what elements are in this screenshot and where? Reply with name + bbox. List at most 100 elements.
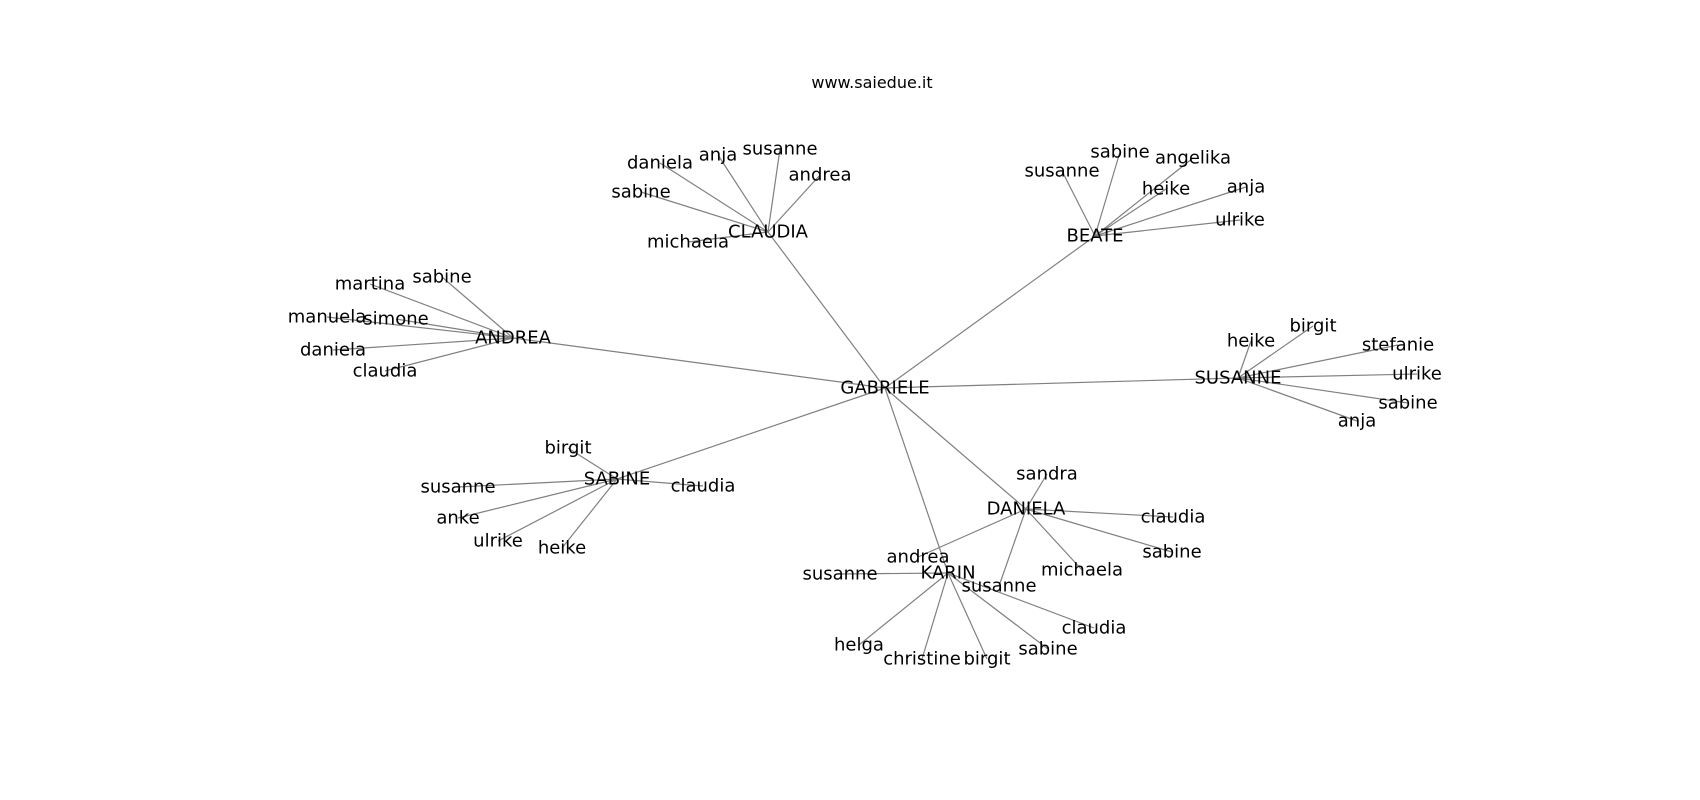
edge-daniela-sabine bbox=[1025, 508, 1173, 553]
edge-sabine-birgit bbox=[567, 447, 618, 480]
node-leaf-susanne-birgit: birgit bbox=[1290, 316, 1337, 337]
edge-beate-ulrike bbox=[1094, 219, 1241, 237]
node-hub-sabine: SABINE bbox=[584, 469, 651, 490]
site-url-label: www.saiedue.it bbox=[811, 73, 932, 92]
node-leaf-karin-christine: christine bbox=[883, 649, 961, 670]
edge-beate-angelika bbox=[1094, 157, 1194, 237]
edge-sabine-susanne bbox=[457, 478, 618, 488]
node-leaf-sabine-birgit: birgit bbox=[545, 438, 592, 459]
edge-susanne-ulrike bbox=[1237, 373, 1418, 379]
edge-beate-susanne bbox=[1061, 170, 1096, 237]
node-leaf-claudia-andrea: andrea bbox=[789, 165, 852, 186]
node-leaf-andrea-claudia: claudia bbox=[353, 361, 418, 382]
edge-center-daniela bbox=[884, 387, 1027, 510]
node-leaf-claudia-michaela: michaela bbox=[647, 232, 729, 253]
node-leaf-karin-claudia: claudia bbox=[1062, 618, 1127, 639]
edge-sabine-heike bbox=[561, 478, 618, 549]
node-leaf-daniela-susanne: susanne bbox=[961, 576, 1036, 597]
graph-edges bbox=[326, 148, 1418, 660]
edge-karin-helga bbox=[858, 572, 949, 646]
node-hub-claudia: CLAUDIA bbox=[728, 222, 809, 243]
edge-claudia-michaela bbox=[687, 231, 769, 243]
edge-daniela-sandra bbox=[1025, 473, 1048, 510]
node-hub-karin: KARIN bbox=[920, 563, 975, 584]
node-leaf-daniela-andrea: andrea bbox=[887, 547, 950, 568]
edge-andrea-martina bbox=[369, 283, 514, 339]
node-leaf-andrea-daniela: daniela bbox=[300, 340, 366, 361]
edge-andrea-manuela bbox=[326, 316, 514, 339]
node-leaf-susanne-ulrike: ulrike bbox=[1392, 364, 1442, 385]
edge-sabine-ulrike bbox=[497, 478, 618, 542]
node-leaf-claudia-daniela: daniela bbox=[627, 153, 693, 174]
node-leaf-beate-ulrike: ulrike bbox=[1215, 210, 1265, 231]
node-leaf-andrea-simone: simone bbox=[363, 309, 428, 330]
node-leaf-sabine-anke: anke bbox=[436, 508, 479, 529]
node-center-gabriele: GABRIELE bbox=[840, 378, 929, 399]
edge-claudia-sabine bbox=[640, 191, 769, 233]
edge-karin-sabine bbox=[947, 572, 1049, 650]
edge-center-karin bbox=[884, 387, 949, 574]
node-leaf-susanne-stefanie: stefanie bbox=[1362, 335, 1434, 356]
edge-center-sabine bbox=[616, 387, 886, 480]
node-leaf-andrea-sabine: sabine bbox=[412, 267, 471, 288]
node-leaf-andrea-martina: martina bbox=[335, 274, 405, 295]
node-leaf-karin-helga: helga bbox=[834, 635, 884, 656]
edge-susanne-sabine bbox=[1237, 377, 1409, 404]
edge-karin-claudia bbox=[947, 572, 1095, 629]
node-leaf-beate-anja: anja bbox=[1227, 177, 1265, 198]
node-leaf-beate-angelika: angelika bbox=[1155, 148, 1231, 169]
node-hub-daniela: DANIELA bbox=[987, 499, 1066, 520]
edge-beate-heike bbox=[1094, 188, 1167, 237]
edge-susanne-anja bbox=[1237, 377, 1358, 422]
node-leaf-karin-susanne: susanne bbox=[802, 564, 877, 585]
node-leaf-andrea-manuela: manuela bbox=[288, 307, 367, 328]
node-hub-beate: BEATE bbox=[1066, 226, 1123, 247]
edge-center-susanne bbox=[884, 377, 1239, 389]
edge-karin-birgit bbox=[947, 572, 988, 660]
edge-susanne-birgit bbox=[1237, 325, 1314, 379]
node-leaf-beate-sabine: sabine bbox=[1090, 142, 1149, 163]
edge-daniela-andrea bbox=[917, 508, 1027, 558]
edge-karin-susanne bbox=[839, 572, 949, 575]
node-leaf-sabine-susanne: susanne bbox=[420, 477, 495, 498]
edge-claudia-daniela bbox=[659, 162, 769, 233]
edge-claudia-anja bbox=[717, 154, 769, 233]
node-hub-andrea: ANDREA bbox=[475, 328, 552, 349]
node-leaf-susanne-heike: heike bbox=[1227, 331, 1275, 352]
node-leaf-daniela-claudia: claudia bbox=[1141, 507, 1206, 528]
edge-center-beate bbox=[884, 235, 1096, 389]
node-hub-susanne: SUSANNE bbox=[1195, 368, 1282, 389]
edge-andrea-daniela bbox=[332, 337, 514, 351]
node-leaf-susanne-anja: anja bbox=[1338, 411, 1376, 432]
node-leaf-claudia-anja: anja bbox=[699, 145, 737, 166]
edge-daniela-michaela bbox=[1025, 508, 1083, 571]
node-leaf-daniela-michaela: michaela bbox=[1041, 560, 1123, 581]
edge-andrea-claudia bbox=[384, 337, 514, 372]
edge-center-claudia bbox=[767, 231, 886, 389]
node-leaf-beate-susanne: susanne bbox=[1024, 161, 1099, 182]
edge-susanne-heike bbox=[1237, 340, 1252, 379]
edge-claudia-susanne bbox=[767, 148, 781, 233]
edge-sabine-anke bbox=[457, 478, 618, 519]
node-leaf-karin-birgit: birgit bbox=[964, 649, 1011, 670]
edge-karin-christine bbox=[921, 572, 949, 660]
edge-sabine-claudia bbox=[616, 478, 704, 487]
node-leaf-sabine-heike: heike bbox=[538, 538, 586, 559]
node-leaf-susanne-sabine: sabine bbox=[1378, 393, 1437, 414]
edge-beate-sabine bbox=[1094, 151, 1121, 237]
node-leaf-claudia-sabine: sabine bbox=[611, 182, 670, 203]
node-leaf-karin-sabine: sabine bbox=[1018, 639, 1077, 660]
edge-daniela-susanne bbox=[998, 508, 1027, 587]
edge-beate-anja bbox=[1094, 186, 1247, 237]
edge-daniela-claudia bbox=[1025, 508, 1174, 518]
edge-andrea-simone bbox=[395, 318, 514, 339]
node-leaf-claudia-susanne: susanne bbox=[742, 139, 817, 160]
node-leaf-beate-heike: heike bbox=[1142, 179, 1190, 200]
edge-susanne-stefanie bbox=[1237, 344, 1399, 379]
node-leaf-daniela-sabine: sabine bbox=[1142, 542, 1201, 563]
node-leaf-sabine-ulrike: ulrike bbox=[473, 531, 523, 552]
edge-andrea-sabine bbox=[441, 276, 514, 339]
edge-center-andrea bbox=[512, 337, 886, 389]
